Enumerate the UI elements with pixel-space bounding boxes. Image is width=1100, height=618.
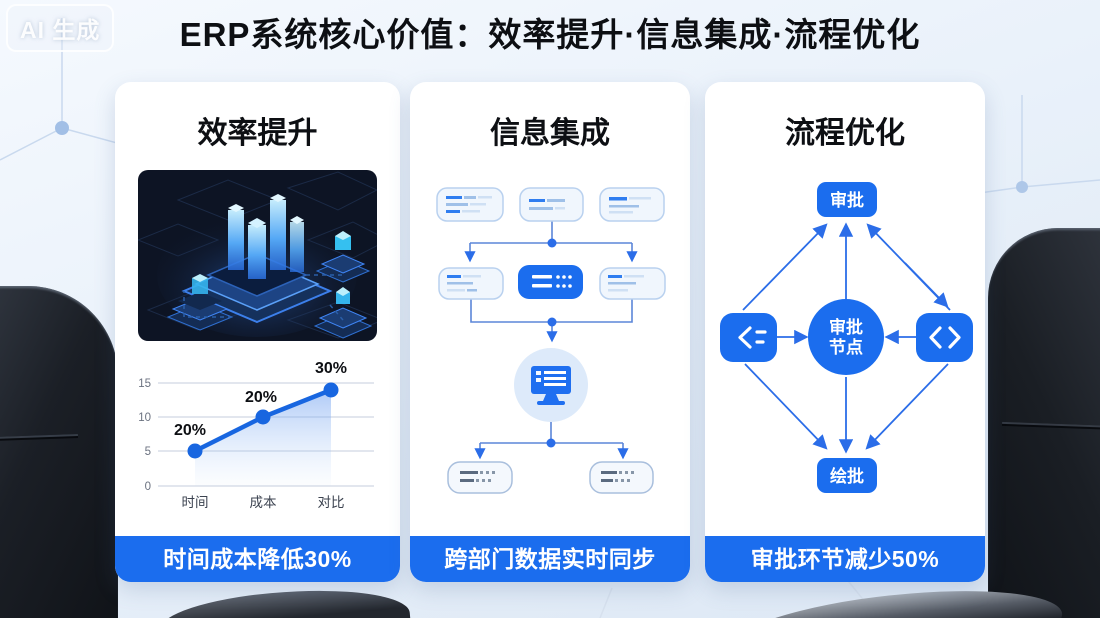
glowing-bars [228,194,304,279]
output-boxes-bottom [447,461,654,494]
side-stack-right-bottom [313,287,373,339]
code-rule-left-node [720,313,777,362]
card-process: 流程优化 [705,82,985,582]
svg-text:20%: 20% [174,422,206,439]
data-points [187,382,339,459]
area-fill [195,390,331,486]
svg-text:节点: 节点 [829,337,863,357]
process-diamond-diagram: 审批 [705,160,985,525]
integration-flowchart [410,180,690,525]
svg-text:审批: 审批 [830,190,864,210]
svg-text:5: 5 [145,446,151,458]
monitor-icon [531,366,571,405]
svg-text:成本: 成本 [250,495,277,510]
data-source-boxes-top [436,187,665,222]
integration-middle-row [438,265,666,300]
approval-top-node: 审批 [817,182,877,217]
card-process-title: 流程优化 [785,117,905,150]
abstract-text-lines [460,471,634,482]
svg-text:30%: 30% [315,360,347,377]
circuit-lines [183,274,344,321]
chair-seam [1001,421,1100,431]
efficiency-3d-image [138,170,377,341]
card-efficiency-title: 效率提升 [197,117,318,150]
card-process-banner: 审批环节减少50% [705,536,985,582]
dark-chair-right [988,228,1100,618]
page-title: ERP系统核心价值：效率提升·信息集成·流程优化 [179,16,921,53]
x-axis-labels: 时间 成本 对比 [182,495,345,510]
svg-text:0: 0 [145,481,151,493]
erp-core-box [518,265,583,299]
dark-chair-left [0,286,118,618]
network-node-dot [1016,181,1028,193]
svg-text:时间: 时间 [182,495,209,510]
y-axis-ticks: 15 10 5 0 [138,378,151,493]
abstract-text-lines [447,275,644,292]
card-integration: 信息集成 [410,82,690,582]
side-stack-left [166,274,234,331]
approval-node-circle: 审批 节点 [808,299,884,375]
point-labels: 20% 20% 30% [174,360,347,439]
erp-core-box-lines [532,275,572,288]
svg-text:10: 10 [138,412,151,424]
svg-text:20%: 20% [245,389,277,406]
diamond-arrows [742,222,951,454]
svg-text:15: 15 [138,378,151,390]
chair-seam [0,434,79,442]
efficiency-line-chart: 15 10 5 0 20% 20% 30% 时间 [130,347,390,522]
card-integration-banner: 跨部门数据实时同步 [410,536,690,582]
card-integration-title: 信息集成 [490,117,610,150]
erp-hub-circle [514,348,588,422]
abstract-text-lines [446,196,651,214]
junction-dots [546,238,557,448]
card-efficiency-banner: 时间成本降低30% [115,536,400,582]
brackets-icon [929,326,961,349]
code-rule-right-node [916,313,973,362]
code-icon [738,326,767,349]
network-node-dot [55,121,69,135]
side-stack-right-top [315,231,371,283]
svg-text:绘批: 绘批 [830,466,864,486]
svg-text:对比: 对比 [318,495,345,510]
svg-text:审批: 审批 [829,317,863,337]
ai-generated-badge: AI 生成 [6,4,115,52]
card-efficiency: 效率提升 [115,82,400,582]
approval-bottom-node: 绘批 [817,458,877,493]
